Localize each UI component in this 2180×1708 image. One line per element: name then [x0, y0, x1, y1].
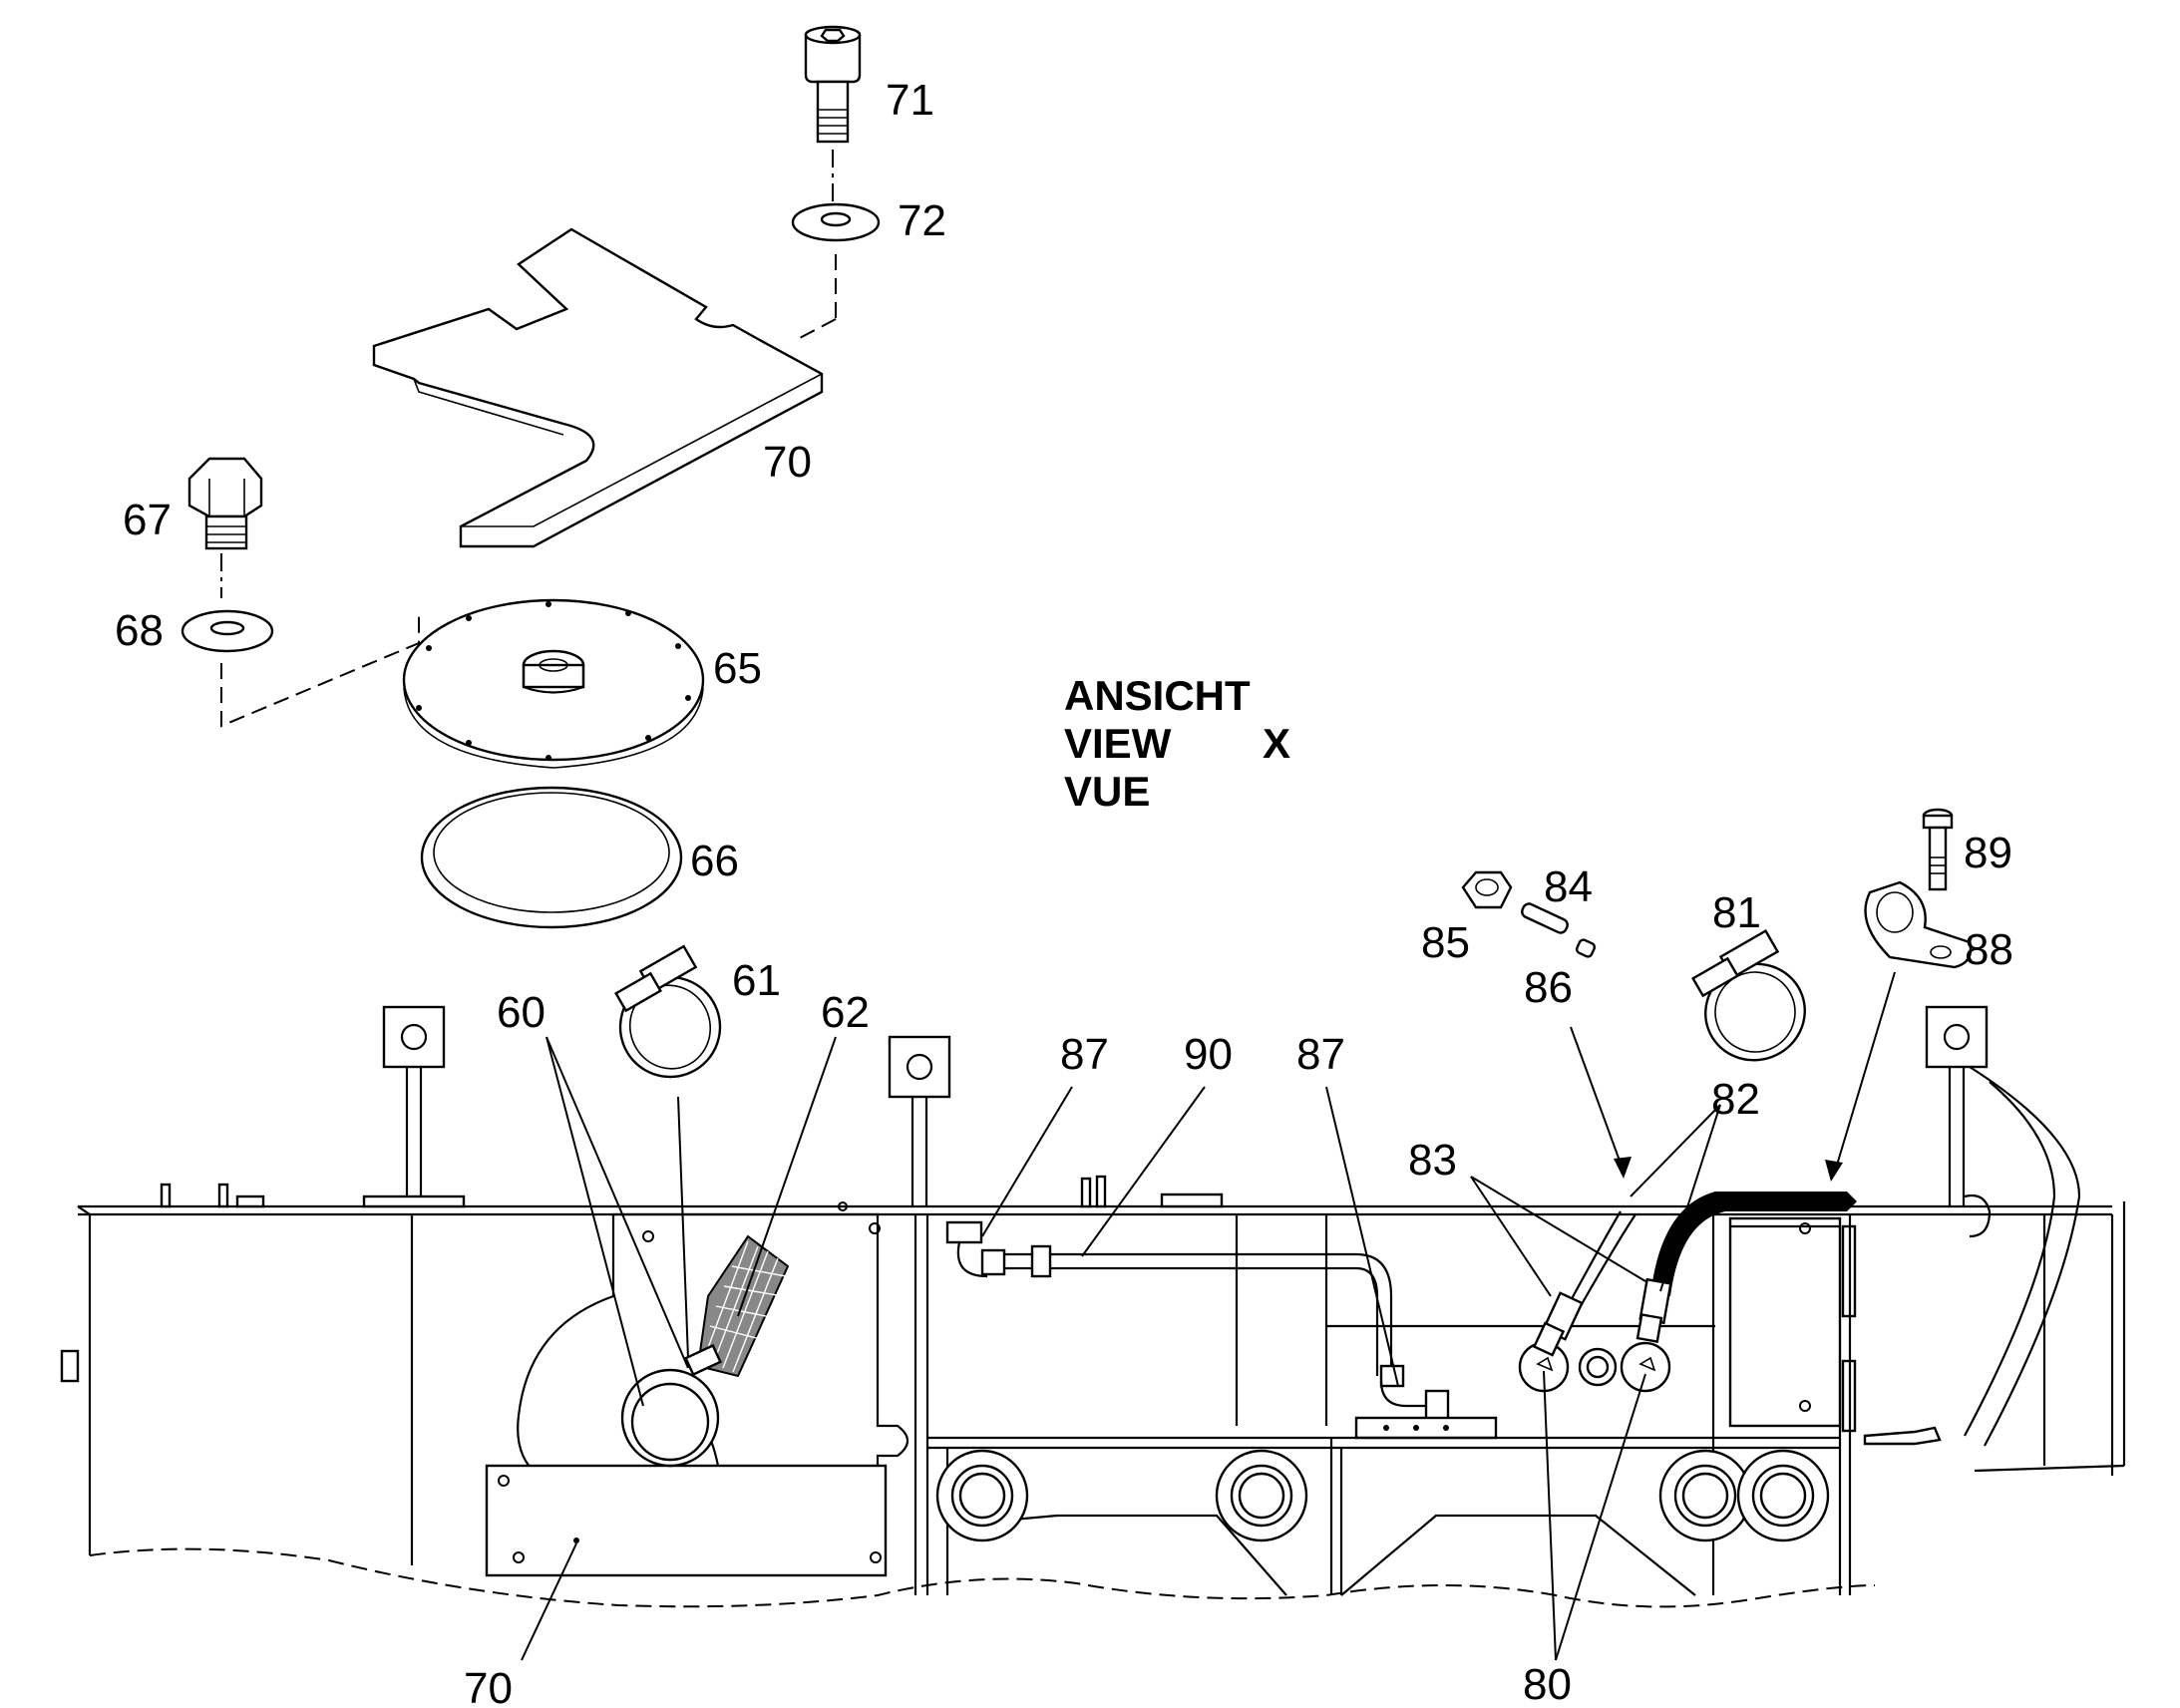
callout-88: 88 [1965, 925, 2013, 974]
part-68-washer [181, 609, 274, 653]
callout-65: 65 [713, 644, 762, 693]
callout-81: 81 [1712, 888, 1761, 937]
part-61-hose-clamp [614, 944, 722, 1079]
view-title-line1: ANSICHT [1064, 672, 1251, 719]
part-65-cover [402, 598, 705, 769]
callout-82: 82 [1711, 1075, 1760, 1124]
part-67-hex-bolt [187, 457, 263, 550]
part-89-screw [1922, 808, 1954, 891]
part-66-o-ring [420, 786, 683, 929]
callout-87-right: 87 [1296, 1030, 1345, 1079]
callout-89: 89 [1964, 829, 2012, 877]
callout-66: 66 [690, 837, 739, 885]
callout-68: 68 [115, 606, 164, 655]
callout-70-bottom: 70 [464, 1664, 513, 1708]
callout-72: 72 [898, 196, 946, 245]
callouts: 71 72 70 67 68 65 66 60 61 62 87 90 87 8… [115, 76, 2013, 1708]
part-86-grub-screw [1575, 938, 1597, 958]
part-88-clip [1864, 880, 1973, 969]
part-71-cap-screw [804, 25, 862, 144]
callout-62: 62 [821, 988, 870, 1037]
tank-assembly [60, 1005, 2126, 1608]
view-title-line2: VIEW [1064, 720, 1172, 767]
callout-90: 90 [1184, 1030, 1233, 1079]
callout-85: 85 [1421, 918, 1470, 967]
callout-86: 86 [1524, 963, 1573, 1012]
callout-70-top: 70 [763, 438, 812, 487]
callout-71: 71 [886, 76, 934, 125]
part-81-hose-clamp [1691, 928, 1806, 1062]
part-85-nut [1461, 870, 1513, 909]
callout-83: 83 [1408, 1136, 1457, 1185]
callout-84: 84 [1544, 862, 1593, 911]
view-title-line3: VUE [1064, 768, 1150, 815]
part-72-washer [791, 202, 881, 242]
callout-61: 61 [732, 956, 781, 1005]
callout-80: 80 [1523, 1660, 1572, 1708]
callout-60: 60 [497, 988, 545, 1037]
callout-67: 67 [123, 496, 172, 544]
leader-lines [521, 971, 1896, 1661]
view-title-letter: X [1263, 720, 1290, 767]
part-70-plate [372, 227, 824, 548]
view-title: ANSICHT VIEW VUE X [1064, 672, 1290, 815]
callout-87-left: 87 [1060, 1030, 1109, 1079]
part-84-pin [1521, 902, 1569, 934]
